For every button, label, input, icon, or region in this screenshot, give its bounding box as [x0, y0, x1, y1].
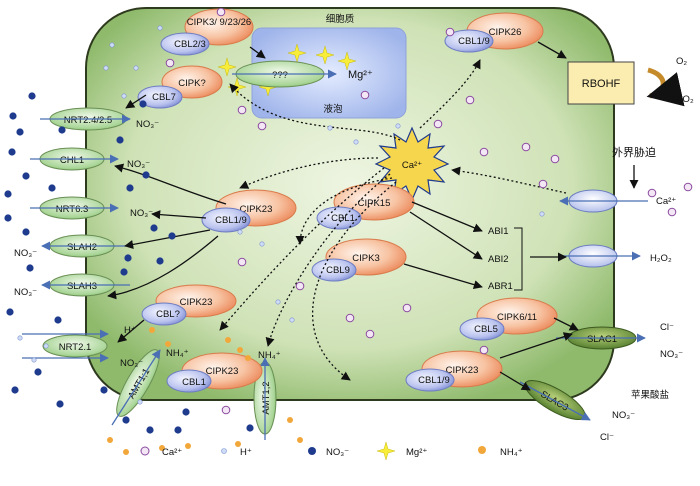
- abi-bracket: [514, 227, 523, 291]
- legend: Ca²⁺ H⁺ NO₃⁻ Mg²⁺ NH₄⁺: [140, 441, 523, 461]
- svg-text:CIPK15: CIPK15: [358, 198, 391, 209]
- svg-text:CIPK23: CIPK23: [180, 297, 213, 308]
- svg-text:H⁺: H⁺: [240, 447, 252, 458]
- svg-text:Cl⁻: Cl⁻: [600, 432, 614, 443]
- legend-item-no3: NO₃⁻: [308, 447, 349, 458]
- svg-text:CBL5: CBL5: [474, 324, 498, 335]
- complex-cipk6-11-cbl5: CIPK6/11 CBL5: [459, 297, 558, 341]
- complex-cipk-unknown-cbl7: CIPK? CBL7: [137, 65, 223, 109]
- svg-text:H⁺: H⁺: [124, 325, 136, 336]
- ion-labels: NO₃⁻ NO₃⁻ NO₃⁻ NO₃⁻ NO₃⁻ H⁺ NO₃⁻ NH₄⁺ NH…: [14, 56, 694, 443]
- svg-text:CBL1/9: CBL1/9: [418, 375, 450, 386]
- svg-text:NO₃⁻: NO₃⁻: [14, 248, 37, 259]
- svg-text:NH₄⁺: NH₄⁺: [258, 350, 281, 361]
- complex-cipk3-cbl2-3: CIPK3/ 9/23/26 CBL2/3: [160, 8, 254, 56]
- svg-text:CBL1/9: CBL1/9: [458, 36, 490, 47]
- h2o2-pore: [560, 244, 641, 268]
- svg-text:NRT2.4/2.5: NRT2.4/2.5: [64, 115, 112, 126]
- svg-text:NO₃⁻: NO₃⁻: [660, 349, 683, 360]
- svg-text:NO₃⁻: NO₃⁻: [127, 159, 150, 170]
- solid-arrows: [107, 41, 639, 391]
- svg-text:CIPK6/11: CIPK6/11: [497, 312, 537, 323]
- svg-text:Mg²⁺: Mg²⁺: [406, 447, 427, 458]
- complex-cipk23-cbl-unknown: CIPK23 CBL?: [141, 284, 237, 326]
- svg-text:H₂O₂: H₂O₂: [672, 94, 694, 105]
- complex-cipk23-cbl1-9-slac: CIPK23 CBL1/9: [405, 350, 503, 392]
- transporter-slah3: SLAH3: [41, 273, 130, 297]
- svg-text:H₂O₂: H₂O₂: [650, 253, 672, 264]
- svg-text:CIPK23: CIPK23: [446, 365, 479, 376]
- svg-text:NO₃⁻: NO₃⁻: [130, 208, 153, 219]
- legend-item-mg: Mg²⁺: [376, 441, 427, 461]
- malate-label: 苹果酸盐: [631, 389, 670, 401]
- svg-text:CBL7: CBL7: [152, 92, 176, 103]
- legend-item-h: H⁺: [221, 447, 252, 458]
- svg-text:NRT2.1: NRT2.1: [59, 342, 92, 353]
- svg-text:CBL1/9: CBL1/9: [215, 215, 247, 226]
- svg-text:AMT1;2: AMT1;2: [261, 381, 272, 414]
- legend-item-nh4: NH₄⁺: [478, 446, 523, 458]
- nitrate-dots: [4, 92, 254, 434]
- svg-text:NO₃⁻: NO₃⁻: [136, 119, 159, 130]
- complex-cipk23-cbl1-9: CIPK23 CBL1/9: [201, 189, 297, 233]
- rbohf-label: RBOHF: [582, 78, 621, 90]
- svg-text:NRT6.3: NRT6.3: [56, 204, 89, 215]
- svg-text:CHL1: CHL1: [60, 155, 84, 166]
- svg-text:Ca²⁺: Ca²⁺: [402, 160, 422, 171]
- stress-pore: [559, 189, 648, 213]
- svg-text:Cl⁻: Cl⁻: [660, 322, 674, 333]
- svg-text:Ca²⁺: Ca²⁺: [656, 196, 676, 207]
- svg-text:CIPK23: CIPK23: [206, 366, 239, 377]
- svg-text:NO₃⁻: NO₃⁻: [14, 287, 37, 298]
- transporter-chl1: CHL1: [30, 147, 119, 171]
- ammonium-dots: [107, 327, 303, 455]
- dotted-arrows: [219, 59, 567, 381]
- svg-text:CIPK3: CIPK3: [352, 253, 379, 264]
- mg-label: Mg²⁺: [348, 69, 373, 81]
- legend-item-ca: Ca²⁺: [140, 446, 182, 458]
- svg-text:CIPK26: CIPK26: [489, 27, 522, 38]
- complex-cipk3-cbl9: CIPK3 CBL9: [311, 238, 407, 282]
- svg-text:CBL1: CBL1: [182, 377, 206, 388]
- svg-text:NH₄⁺: NH₄⁺: [166, 348, 189, 359]
- svg-text:CBL2/3: CBL2/3: [174, 39, 206, 50]
- transporter-nrt21: NRT2.1: [22, 329, 109, 363]
- o2-to-h2o2-arrow: [646, 67, 685, 107]
- cytoplasm-label: 细胞质: [326, 13, 355, 25]
- transporter-nrt6: NRT6.3: [30, 196, 119, 220]
- svg-text:CIPK?: CIPK?: [178, 78, 205, 89]
- svg-text:NO₃⁻: NO₃⁻: [326, 447, 349, 458]
- svg-text:CIPK23: CIPK23: [240, 204, 273, 215]
- svg-text:CBL9: CBL9: [326, 265, 350, 276]
- complex-cipk23-cbl1-amt: CIPK23 CBL1: [166, 352, 263, 393]
- svg-text:SLAH2: SLAH2: [67, 242, 97, 253]
- svg-text:O₂: O₂: [676, 56, 687, 67]
- transporter-nrt2: NRT2.4/2.5: [40, 107, 131, 131]
- complex-cipk26-cbl1-9: CIPK26 CBL1/9: [444, 12, 544, 53]
- svg-text:SLAH3: SLAH3: [67, 281, 97, 292]
- gene-abi1: ABI1: [488, 226, 509, 237]
- svg-text:CIPK3/ 9/23/26: CIPK3/ 9/23/26: [187, 17, 251, 28]
- proton-dots: [17, 25, 545, 405]
- vacuole-label: 液泡: [323, 103, 343, 115]
- transporter-slah2: SLAH2: [41, 234, 130, 258]
- vacuole-transporter-label: ???: [272, 70, 288, 81]
- svg-text:Ca²⁺: Ca²⁺: [162, 447, 182, 458]
- calcium-ions: [165, 7, 693, 415]
- rbohf-box: [567, 61, 635, 105]
- svg-text:SLAC1: SLAC1: [587, 334, 617, 345]
- svg-text:NO₃⁻: NO₃⁻: [612, 410, 635, 421]
- gene-abi2: ABI2: [488, 254, 509, 265]
- svg-text:CBL?: CBL?: [156, 309, 180, 320]
- svg-text:NO₃⁻: NO₃⁻: [120, 358, 143, 369]
- stress-label: 外界胁迫: [612, 145, 656, 159]
- svg-text:NH₄⁺: NH₄⁺: [500, 447, 523, 458]
- gene-abr1: ABR1: [488, 281, 513, 292]
